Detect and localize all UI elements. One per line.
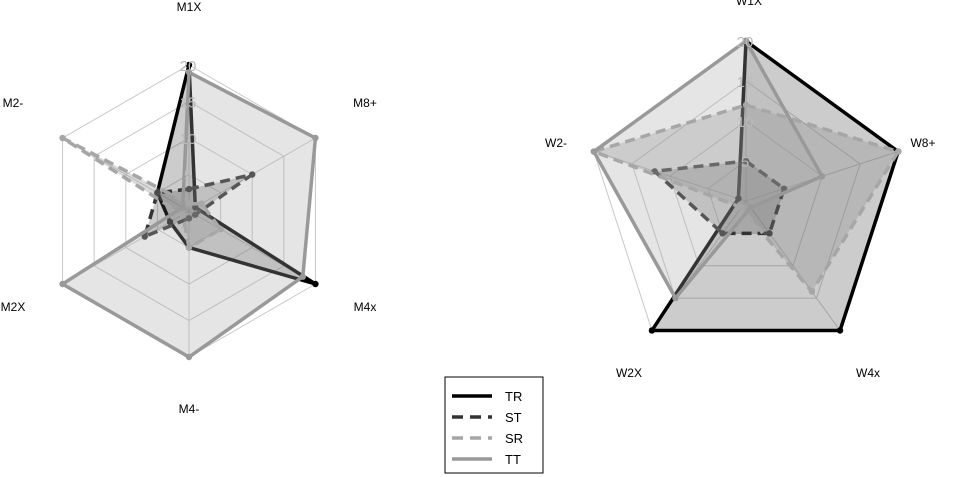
point-tt-w2x	[672, 294, 679, 302]
point-tt-m8plus	[312, 134, 319, 142]
axis-label-m8plus: M8+	[353, 96, 377, 110]
axis-label-m2x: M2X	[1, 300, 26, 314]
point-st-m4x	[192, 211, 199, 218]
point-st-w2x	[719, 230, 726, 237]
point-sr-m1x	[185, 200, 193, 207]
legend-label-st: ST	[505, 410, 522, 425]
series-st-area	[650, 159, 787, 236]
legend-label-tr: TR	[505, 389, 522, 404]
axis-label-m4minus: M4-	[179, 402, 200, 416]
point-st-m2x	[141, 233, 148, 240]
point-tt-m4x	[299, 273, 306, 280]
legend: TR ST SR TT	[444, 376, 544, 474]
axis-label-m4x: M4x	[354, 300, 377, 314]
series-tt-area	[591, 38, 825, 302]
tick-label: 20	[737, 34, 754, 51]
point-tt-m4minus	[185, 353, 193, 361]
point-tr-m2x	[166, 218, 174, 226]
point-st-w1x	[742, 157, 750, 165]
point-tt-m2minus	[179, 204, 186, 211]
point-sr-w4x	[808, 288, 816, 295]
point-tr-m4x	[312, 280, 319, 288]
tick-label: 20	[180, 58, 197, 75]
tick-label: 10	[737, 114, 754, 131]
point-tt-w8plus	[818, 173, 826, 180]
point-sr-m8plus	[198, 200, 205, 207]
point-tt-m2x	[59, 280, 66, 288]
legend-label-sr: SR	[505, 431, 523, 446]
point-st-m2minus	[154, 189, 161, 196]
axis-label-w4x: W4x	[856, 366, 880, 380]
tick-label: 5	[741, 154, 749, 171]
point-tr-w2minus	[735, 195, 742, 202]
legend-label-tt: TT	[505, 452, 521, 467]
axis-label-m1x: M1X	[177, 0, 202, 14]
point-sr-m2x	[179, 211, 186, 218]
tick-label: 10	[180, 131, 197, 148]
point-tt-w2minus	[590, 148, 598, 155]
point-tt-w4x	[747, 204, 754, 211]
point-sr-w1x	[742, 101, 750, 109]
axis-label-w1x: W1X	[736, 0, 762, 8]
point-tr-m1x	[185, 61, 193, 69]
point-sr-m4x	[217, 226, 224, 233]
point-tt-w1x	[742, 37, 750, 45]
tick-label: 15	[180, 95, 197, 112]
axis-label-w8plus: W8+	[910, 136, 935, 150]
axis-label-m2minus: M2-	[3, 96, 24, 110]
tick-label: 15	[737, 74, 754, 91]
point-st-m8plus	[249, 171, 256, 178]
series-sr-area	[588, 103, 901, 295]
grid-ring	[631, 80, 861, 299]
legend-box	[444, 376, 544, 474]
point-st-w4x	[766, 230, 773, 237]
point-tr-m8plus	[192, 204, 199, 211]
point-sr-m4minus	[185, 244, 193, 251]
series-tt-area	[59, 69, 318, 360]
point-tt-m1x	[185, 69, 193, 76]
point-sr-m2minus	[59, 134, 66, 142]
point-st-m1x	[185, 185, 193, 193]
point-st-m4minus	[185, 215, 193, 222]
grid-spoke	[745, 200, 841, 331]
point-tr-w4x	[836, 327, 844, 334]
series-tr-area	[648, 37, 901, 333]
axis-label-w2minus: W2-	[545, 136, 567, 150]
tick-label: 5	[184, 168, 192, 185]
point-sr-w8plus	[894, 148, 902, 155]
radar-chart-right: 5 10 15 20 W1X W8+ W4x W2X W2-	[545, 0, 936, 380]
axis-label-w2x: W2X	[616, 366, 642, 380]
point-st-w8plus	[780, 185, 788, 192]
point-sr-w2x	[738, 204, 745, 211]
point-tr-w2x	[648, 327, 656, 334]
